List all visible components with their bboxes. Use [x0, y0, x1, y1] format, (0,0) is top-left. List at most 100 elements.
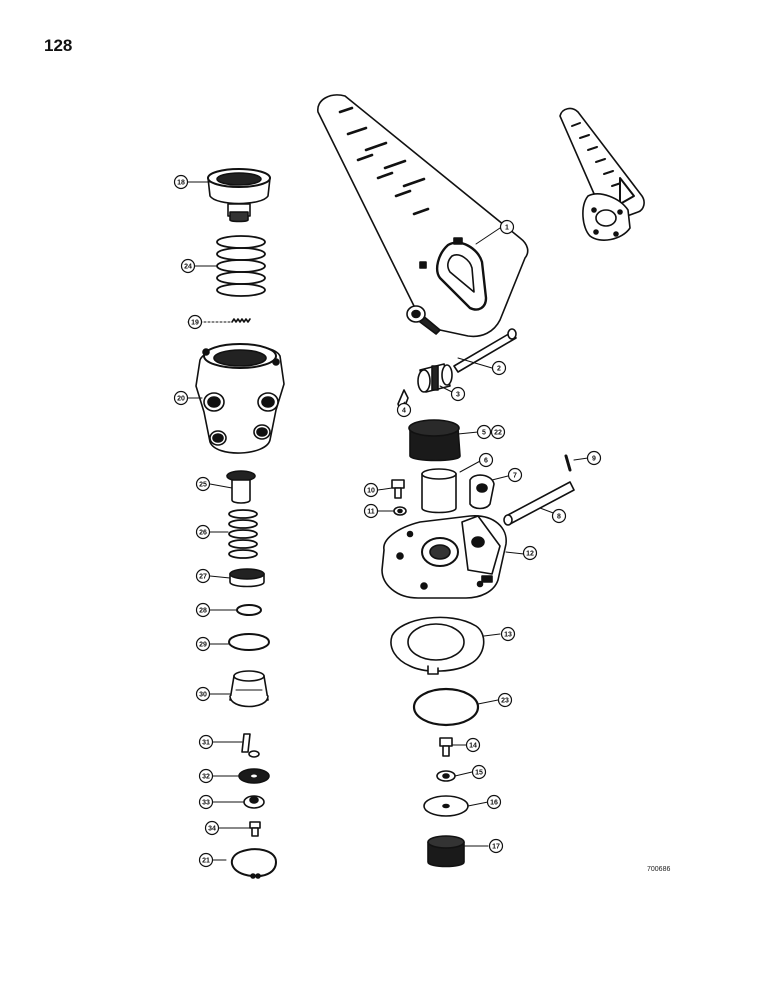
callout-circle: [173, 174, 189, 190]
callout-2: 2: [491, 360, 507, 376]
callout-circle: [471, 764, 487, 780]
callout-number: 34: [208, 826, 216, 833]
callout-8: 8: [551, 508, 567, 524]
callout-7: 7: [507, 467, 523, 483]
callout-number: 18: [177, 180, 185, 187]
callout-circle: [204, 820, 220, 836]
callout-12: 12: [522, 545, 538, 561]
callout-24: 24: [180, 258, 196, 274]
callout-number: 28: [199, 608, 207, 615]
cover-plate-part: [381, 515, 507, 599]
callout-circle: [522, 545, 538, 561]
seal-part: [238, 768, 270, 784]
callout-6: 6: [478, 452, 494, 468]
clevis-part: [417, 363, 453, 393]
callout-number: 26: [199, 530, 207, 537]
callout-circle: [488, 838, 504, 854]
callout-number: 29: [199, 642, 207, 649]
callout-circle: [491, 360, 507, 376]
callout-number: 14: [469, 743, 477, 750]
o-ring-small-part: [236, 604, 262, 616]
washer-part: [393, 506, 407, 516]
valve-body-part: [195, 343, 285, 454]
callout-number: 10: [367, 488, 375, 495]
o-ring-large-part: [412, 687, 480, 727]
callout-29: 29: [195, 636, 211, 652]
callout-number: 3: [456, 392, 460, 399]
callout-17: 17: [488, 838, 504, 854]
callout-circle: [195, 686, 211, 702]
small-pin-part: [564, 454, 572, 472]
callout-26: 26: [195, 524, 211, 540]
callout-30: 30: [195, 686, 211, 702]
small-spring-part: [231, 318, 251, 323]
callout-28: 28: [195, 602, 211, 618]
callout-number: 30: [199, 692, 207, 699]
plunger-part: [421, 468, 457, 514]
callout-1: 1: [499, 219, 515, 235]
callout-number: 6: [484, 458, 488, 465]
callout-circle: [198, 768, 214, 784]
callout-circle: [195, 476, 211, 492]
callout-number: 5: [482, 430, 486, 437]
callout-circle: [486, 794, 502, 810]
brake-pedal-part: [317, 94, 529, 338]
callout-number: 19: [191, 320, 199, 327]
callout-circle: [198, 852, 214, 868]
rubber-cap-part: [427, 835, 465, 868]
callout-number: 7: [513, 473, 517, 480]
callout-19: 19: [187, 314, 203, 330]
callout-11: 11: [363, 503, 379, 519]
small-washer-part: [436, 770, 456, 782]
callout-9: 9: [586, 450, 602, 466]
callout-31: 31: [198, 734, 214, 750]
callout-circle: [450, 386, 466, 402]
callout-circle: [173, 390, 189, 406]
callout-number: 32: [202, 774, 210, 781]
callout-circle: [198, 794, 214, 810]
pedal-assembly-view: [559, 107, 645, 241]
callout-circle: [465, 737, 481, 753]
callout-circle: [551, 508, 567, 524]
callout-16: 16: [486, 794, 502, 810]
callout-number: 2: [497, 366, 501, 373]
disc-part: [423, 795, 469, 817]
callout-3: 3: [450, 386, 466, 402]
callout-circle: [187, 314, 203, 330]
sleeve-part: [229, 670, 269, 708]
callout-circle: [499, 219, 515, 235]
callout-15: 15: [471, 764, 487, 780]
callout-22: 22: [490, 424, 506, 440]
callout-number: 20: [177, 396, 185, 403]
callout-number: 22: [494, 430, 502, 437]
leader-lines: [187, 181, 589, 861]
callout-circle: [476, 424, 492, 440]
callout-number: 13: [504, 632, 512, 639]
callout-number: 15: [475, 770, 483, 777]
gasket-part: [390, 616, 485, 675]
callout-5: 5: [476, 424, 492, 440]
roller-part: [469, 474, 495, 510]
cup-part: [243, 795, 265, 809]
callout-circle: [195, 636, 211, 652]
callout-number: 8: [557, 514, 561, 521]
callout-circle: [396, 402, 412, 418]
callout-18: 18: [173, 174, 189, 190]
callout-21: 21: [198, 852, 214, 868]
callout-number: 11: [367, 509, 375, 516]
callout-number: 27: [199, 574, 207, 581]
callout-number: 4: [402, 408, 406, 415]
drawing-code: 700686: [647, 866, 671, 873]
boot-part: [408, 419, 461, 462]
callout-number: 17: [492, 844, 500, 851]
spring-small-part: [228, 509, 258, 559]
callout-circle: [497, 692, 513, 708]
callout-33: 33: [198, 794, 214, 810]
callout-13: 13: [500, 626, 516, 642]
callout-number: 1: [505, 225, 509, 232]
callout-27: 27: [195, 568, 211, 584]
callout-number: 24: [184, 264, 192, 271]
callout-circle: [490, 424, 506, 440]
callout-number: 33: [202, 800, 210, 807]
